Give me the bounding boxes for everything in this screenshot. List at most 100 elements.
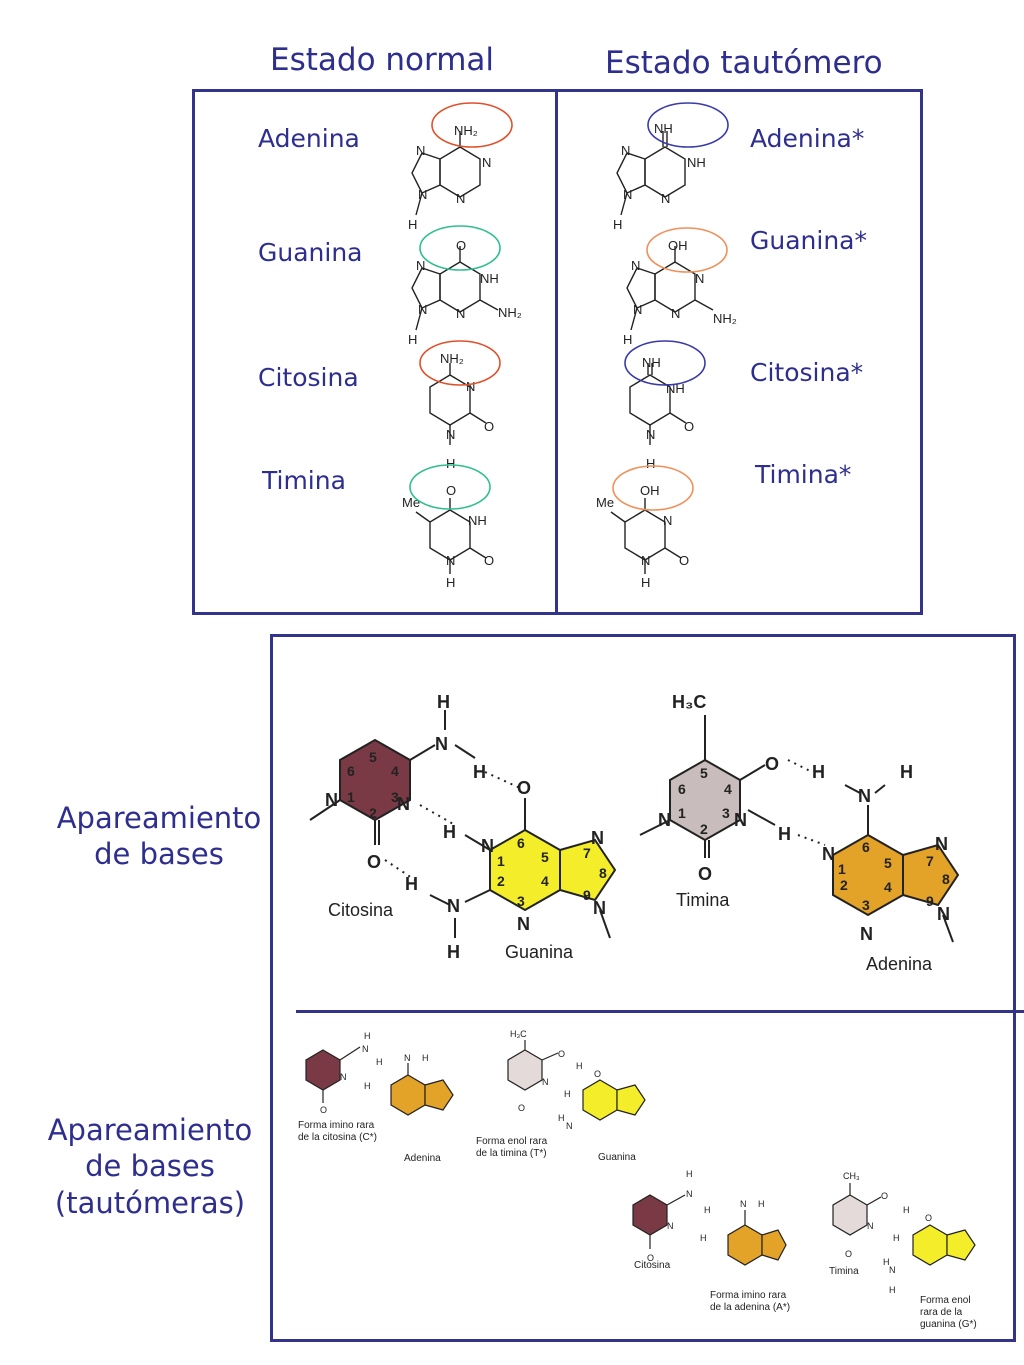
highlight-thymine-enol	[612, 465, 694, 511]
svg-text:NH₂: NH₂	[713, 311, 737, 326]
svg-text:N: N	[418, 187, 427, 202]
svg-text:N: N	[418, 302, 427, 317]
caption-thymine: Timina	[676, 890, 730, 910]
structure-adenine	[411, 131, 481, 216]
caption-t-star: Forma enol rara de la timina (T*)	[476, 1136, 547, 1160]
svg-text:H: H	[364, 1081, 371, 1091]
svg-text:2: 2	[497, 873, 505, 889]
label-guanine-star: Guanina*	[750, 226, 867, 255]
svg-text:H: H	[408, 332, 417, 347]
svg-text:9: 9	[583, 887, 591, 903]
svg-text:H: H	[613, 217, 622, 232]
svg-text:4: 4	[884, 879, 892, 895]
svg-text:N: N	[466, 379, 475, 394]
svg-text:N: N	[435, 734, 448, 754]
caption-adenine-small: Adenina	[404, 1153, 441, 1164]
svg-text:N: N	[591, 828, 604, 848]
svg-text:NH: NH	[468, 513, 487, 528]
caption-a-star: Forma imino rara de la adenina (A*)	[710, 1290, 790, 1314]
svg-text:O: O	[484, 553, 494, 568]
caption-adenine: Adenina	[866, 954, 933, 974]
svg-text:N: N	[889, 1265, 896, 1275]
svg-text:H: H	[405, 874, 418, 894]
svg-text:H: H	[364, 1031, 371, 1041]
svg-text:O: O	[320, 1105, 327, 1115]
svg-text:H: H	[700, 1233, 707, 1243]
svg-text:N: N	[362, 1044, 369, 1054]
svg-text:4: 4	[541, 873, 549, 889]
caption-line: Forma imino rara	[710, 1290, 787, 1301]
svg-text:NH: NH	[654, 121, 673, 136]
svg-text:3: 3	[517, 893, 525, 909]
svg-text:H: H	[422, 1053, 429, 1063]
svg-text:6: 6	[678, 781, 686, 797]
svg-text:2: 2	[840, 877, 848, 893]
caption-line: Forma enol rara	[476, 1136, 548, 1147]
svg-text:NH: NH	[687, 155, 706, 170]
svg-text:3: 3	[722, 805, 730, 821]
label-thymine: Timina	[262, 466, 346, 495]
svg-text:O: O	[698, 864, 712, 884]
svg-text:5: 5	[884, 855, 892, 871]
svg-text:H: H	[778, 824, 791, 844]
svg-text:7: 7	[926, 853, 934, 869]
svg-text:N: N	[661, 191, 670, 206]
svg-text:N: N	[517, 914, 530, 934]
svg-text:H: H	[758, 1199, 765, 1209]
caption-line: rara de la	[920, 1307, 963, 1318]
svg-text:N: N	[404, 1053, 411, 1063]
svg-text:NH: NH	[642, 355, 661, 370]
label-adenine: Adenina	[258, 124, 360, 153]
svg-text:H: H	[893, 1233, 900, 1243]
svg-text:N: N	[867, 1221, 874, 1231]
side-label-line: de bases	[85, 1149, 215, 1184]
label-guanine: Guanina	[258, 238, 363, 267]
highlight-adenine-amino	[431, 102, 513, 148]
svg-text:N: N	[860, 924, 873, 944]
label-adenine-star: Adenina*	[750, 124, 865, 153]
svg-text:H: H	[883, 1257, 890, 1267]
highlight-cytosine-imino	[624, 340, 706, 386]
caption-line: de la timina (T*)	[476, 1148, 547, 1159]
svg-text:N: N	[686, 1189, 693, 1199]
svg-text:N: N	[340, 1072, 347, 1082]
svg-text:N: N	[447, 896, 460, 916]
svg-text:N: N	[456, 306, 465, 321]
highlight-cytosine-amino	[419, 340, 501, 386]
svg-text:H: H	[576, 1061, 583, 1071]
svg-text:N: N	[456, 191, 465, 206]
svg-text:N: N	[623, 187, 632, 202]
svg-text:N: N	[822, 844, 835, 864]
svg-text:9: 9	[926, 893, 934, 909]
svg-text:OH: OH	[640, 483, 660, 498]
structure-thymine	[415, 498, 487, 574]
svg-text:N: N	[416, 143, 425, 158]
svg-text:N: N	[663, 513, 672, 528]
caption-c-star: Forma imino rara de la citosina (C*)	[298, 1120, 377, 1144]
svg-text:8: 8	[599, 865, 607, 881]
label-cytosine: Citosina	[258, 363, 359, 392]
svg-text:H: H	[812, 762, 825, 782]
svg-text:NH₂: NH₂	[454, 123, 478, 138]
svg-text:N: N	[631, 258, 640, 273]
highlight-guanine-keto	[419, 225, 501, 271]
svg-text:H: H	[473, 762, 486, 782]
svg-text:1: 1	[678, 805, 686, 821]
svg-text:N: N	[446, 553, 455, 568]
structure-thymine-star	[610, 498, 682, 574]
svg-text:5: 5	[369, 749, 377, 765]
caption-guanine-small: Guanina	[598, 1152, 636, 1163]
side-label-line: de bases	[94, 837, 224, 872]
svg-text:H: H	[900, 762, 913, 782]
side-label-line: Apareamiento	[47, 1113, 253, 1147]
header-normal-state: Estado normal	[270, 42, 495, 78]
svg-text:Me: Me	[596, 495, 614, 510]
caption-cytosine-small: Citosina	[634, 1260, 671, 1271]
svg-text:N: N	[593, 898, 606, 918]
svg-text:1: 1	[838, 861, 846, 877]
svg-text:Me: Me	[402, 495, 420, 510]
